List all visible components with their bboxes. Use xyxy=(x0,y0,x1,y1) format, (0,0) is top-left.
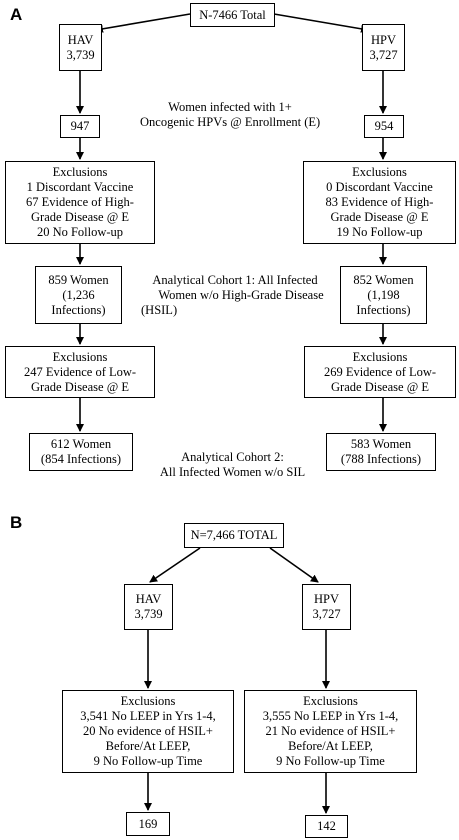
exclusions2-line: Exclusions xyxy=(52,349,108,364)
exclusions-line: 0 Discordant Vaccine xyxy=(326,180,433,194)
hpv-exclusions-box: Exclusions 0 Discordant Vaccine 83 Evide… xyxy=(303,161,456,244)
exclusions-b-line: Before/At LEEP, xyxy=(288,739,373,753)
hpv-cohort1-box: 852 Women (1,198 Infections) xyxy=(340,266,427,324)
hpv-name-b: HPV xyxy=(313,592,339,606)
exclusions2-line: Grade Disease @ E xyxy=(331,379,429,394)
exclusions-line: 83 Evidence of High- xyxy=(325,195,434,209)
cohort2-line: 583 Women xyxy=(350,437,412,451)
arrow-totalB-to-hav xyxy=(149,547,201,583)
hav-name: HAV xyxy=(67,32,94,47)
exclusions-b-line: 21 No evidence of HSIL+ xyxy=(265,724,396,738)
cohort1-line: Infections) xyxy=(356,302,411,317)
exclusions-line: 67 Evidence of High- xyxy=(26,195,134,209)
exclusions-line: Grade Disease @ E xyxy=(31,210,129,224)
hav-cohort2-box: 612 Women (854 Infections) xyxy=(29,433,133,471)
hpv-final-count: 142 xyxy=(317,819,336,833)
hpv-exclusions-box-b: Exclusions 3,555 No LEEP in Yrs 1-4, 21 … xyxy=(244,690,417,773)
hpv-name: HPV xyxy=(370,32,396,47)
cohort1-note-line: (HSIL) xyxy=(141,303,178,317)
cohort2-note-line: Analytical Cohort 2: xyxy=(181,450,284,464)
infected-note: Women infected with 1+ Oncogenic HPVs @ … xyxy=(140,100,320,130)
hav-infected-box: 947 xyxy=(60,115,100,138)
cohort1-note: Analytical Cohort 1: All Infected Women … xyxy=(135,273,335,318)
hav-final-box: 169 xyxy=(126,812,170,836)
cohort2-note-line: All Infected Women w/o SIL xyxy=(159,465,306,479)
exclusions2-line: 247 Evidence of Low- xyxy=(23,364,137,379)
hav-count: 3,739 xyxy=(66,47,95,62)
arrow-total-to-hav xyxy=(95,13,191,33)
exclusions2-line: Exclusions xyxy=(352,349,408,364)
cohort1-line: (1,198 xyxy=(367,287,400,302)
hav-exclusions-box-b: Exclusions 3,541 No LEEP in Yrs 1-4, 20 … xyxy=(62,690,234,773)
infected-note-line: Oncogenic HPVs @ Enrollment (E) xyxy=(140,115,321,129)
arrow-totalB-to-hpv xyxy=(269,547,319,583)
total-box-b: N=7,466 TOTAL xyxy=(184,523,284,548)
cohort1-line: Infections) xyxy=(51,302,106,317)
exclusions2-line: Grade Disease @ E xyxy=(31,379,129,394)
cohort1-line: 859 Women xyxy=(48,272,109,287)
total-box-a: N-7466 Total xyxy=(190,3,275,27)
exclusions2-line: 269 Evidence of Low- xyxy=(323,364,437,379)
exclusions-b-line: Before/At LEEP, xyxy=(105,739,191,753)
hpv-count-b: 3,727 xyxy=(312,607,341,621)
hpv-infected-box: 954 xyxy=(364,115,404,138)
cohort1-note-line: Women w/o High-Grade Disease xyxy=(158,288,324,302)
cohort1-line: (1,236 xyxy=(62,287,95,302)
arrow-total-to-hpv xyxy=(273,13,369,33)
exclusions-b-line: 20 No evidence of HSIL+ xyxy=(83,724,213,738)
hav-box-b: HAV 3,739 xyxy=(124,584,173,630)
exclusions-b-line: 3,541 No LEEP in Yrs 1-4, xyxy=(80,709,216,723)
panel-b-label: B xyxy=(10,513,23,532)
panel-a-label: A xyxy=(10,5,23,24)
hav-box-a: HAV 3,739 xyxy=(59,24,102,71)
hpv-count: 3,727 xyxy=(369,47,398,62)
hav-exclusions-box: Exclusions 1 Discordant Vaccine 67 Evide… xyxy=(5,161,155,244)
exclusions-b-line: Exclusions xyxy=(303,694,358,708)
cohort2-line: (788 Infections) xyxy=(340,452,422,466)
hpv-infected-count: 954 xyxy=(374,119,394,133)
infected-note-line: Women infected with 1+ xyxy=(168,100,292,114)
hpv-cohort2-box: 583 Women (788 Infections) xyxy=(326,433,436,471)
cohort1-line: 852 Women xyxy=(353,272,414,287)
hav-exclusions2-box: Exclusions 247 Evidence of Low- Grade Di… xyxy=(5,346,155,398)
exclusions-b-line: 3,555 No LEEP in Yrs 1-4, xyxy=(262,709,399,723)
cohort2-line: (854 Infections) xyxy=(40,452,122,466)
exclusions-line: Exclusions xyxy=(352,165,407,179)
cohort2-note: Analytical Cohort 2: All Infected Women … xyxy=(150,450,315,480)
exclusions-line: 20 No Follow-up xyxy=(36,225,124,239)
exclusions-line: 19 No Follow-up xyxy=(336,225,423,239)
exclusions-line: Grade Disease @ E xyxy=(330,210,429,224)
hav-cohort1-box: 859 Women (1,236 Infections) xyxy=(35,266,122,324)
total-label-b: N=7,466 TOTAL xyxy=(190,528,278,542)
total-label: N-7466 Total xyxy=(199,7,266,22)
hpv-box-b: HPV 3,727 xyxy=(302,584,351,630)
hav-count-b: 3,739 xyxy=(134,607,163,621)
hpv-box-a: HPV 3,727 xyxy=(362,24,405,71)
exclusions-line: Exclusions xyxy=(52,165,108,179)
hav-name-b: HAV xyxy=(135,592,162,606)
hav-infected-count: 947 xyxy=(70,119,90,133)
exclusions-b-line: Exclusions xyxy=(120,694,176,708)
exclusions-b-line: 9 No Follow-up Time xyxy=(93,754,203,768)
cohort1-note-line: Analytical Cohort 1: All Infected xyxy=(152,273,318,287)
hpv-exclusions2-box: Exclusions 269 Evidence of Low- Grade Di… xyxy=(304,346,456,398)
exclusions-line: 1 Discordant Vaccine xyxy=(26,180,134,194)
cohort2-line: 612 Women xyxy=(50,437,112,451)
hpv-final-box: 142 xyxy=(305,815,348,838)
hav-final-count: 169 xyxy=(138,816,158,831)
exclusions-b-line: 9 No Follow-up Time xyxy=(276,754,385,768)
